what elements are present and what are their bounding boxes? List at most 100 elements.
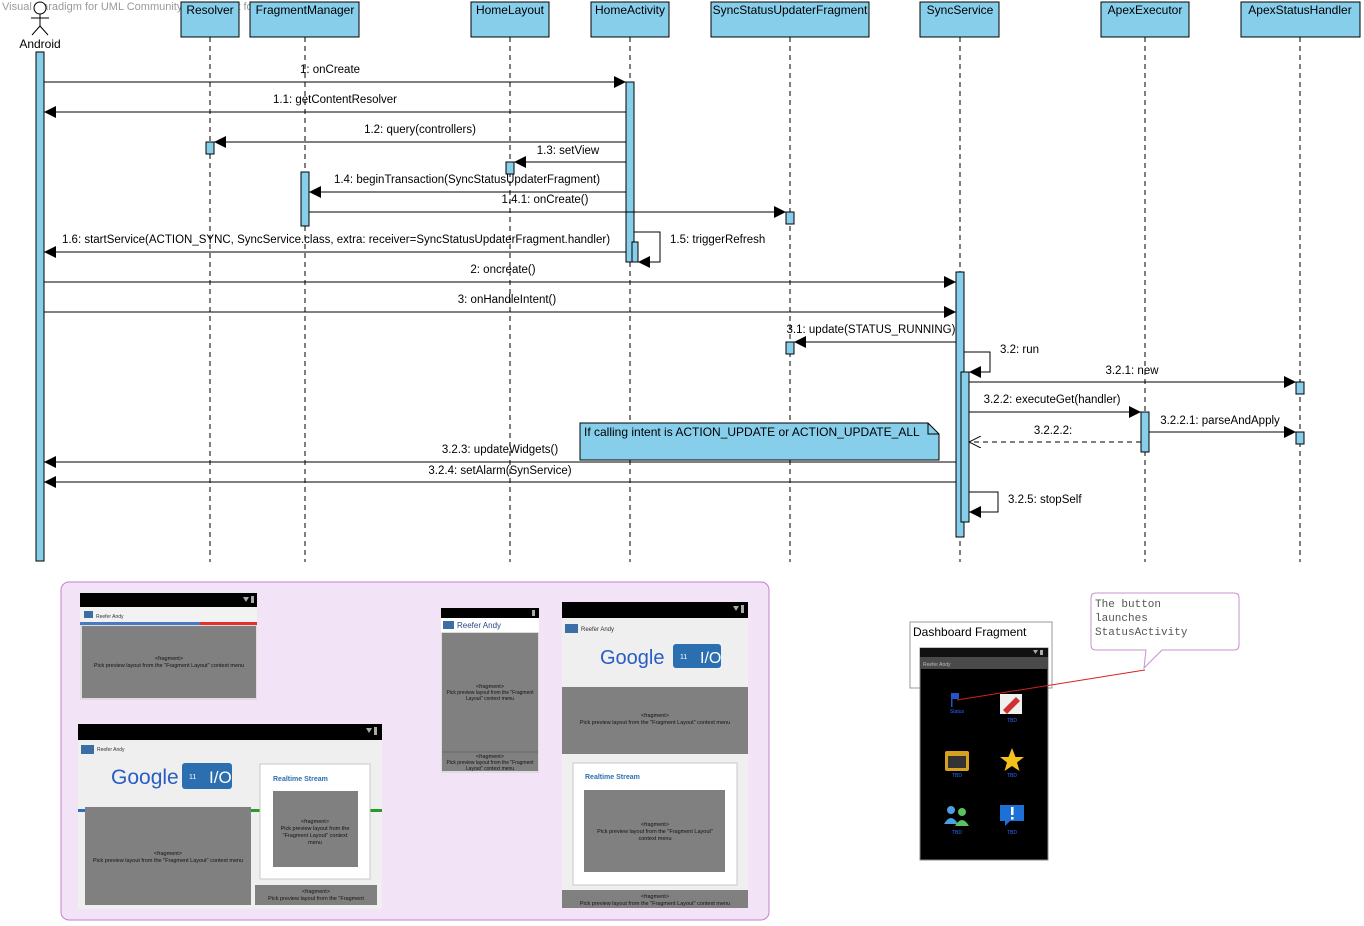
app-name: Reefer Andy [96, 614, 124, 620]
msg-label: 3.2.1: new [1105, 365, 1159, 377]
pencil-icon: TBD [1000, 694, 1022, 724]
fragment-tag: <fragment> [641, 822, 669, 828]
fragment-hint: Pick preview layout from the "Fragment L… [93, 858, 243, 864]
message-labels: 1: onCreate 1.1: getContentResolver 1.2:… [62, 64, 1280, 506]
people-icon: TBD [944, 806, 969, 836]
star-icon: TBD [1000, 748, 1024, 779]
lifeline-label: ApexStatusHandler [1248, 3, 1351, 17]
fragment-hint: Pick preview layout from the "Fragment [268, 896, 364, 902]
msg-label: 3.2.4: setAlarm(SynService) [428, 465, 571, 477]
alert-icon: TBD [1000, 805, 1024, 836]
fragment-tag: <fragment> [154, 851, 182, 857]
msg-label: 3.2.2: executeGet(handler) [984, 394, 1121, 406]
preview-portrait-large: Reefer Andy Google 11 I/O <fragment> Pic… [562, 602, 748, 908]
preview-landscape-small: Reefer Andy <fragment> Pick preview layo… [80, 593, 257, 700]
msg-label: 1.1: getContentResolver [273, 94, 397, 106]
fragment-tag: <fragment> [641, 713, 669, 719]
msg-label: 3.2: run [1000, 344, 1039, 356]
preview-tablet-landscape: Reefer Andy Google 11 I/O <fragment> Pic… [78, 724, 382, 909]
fragment-hint: Layout" context menu [466, 766, 514, 772]
app-name: Reefer Andy [923, 662, 951, 668]
callout-text: launches [1095, 613, 1148, 625]
lifeline-label: HomeActivity [595, 3, 665, 17]
app-name: Reefer Andy [97, 747, 125, 753]
msg-label: 3.2.2.1: parseAndApply [1160, 415, 1280, 427]
activation-apex-status-handler-2 [1295, 431, 1305, 445]
fragment-hint: Layout" context menu [466, 696, 514, 702]
activation-home-layout [505, 161, 515, 175]
status-icon: Status [950, 693, 965, 715]
dash-icon-label: Status [950, 709, 965, 715]
io-logo: I/O [209, 768, 232, 787]
fragment-tag: <fragment> [476, 684, 504, 690]
msg-label: 1: onCreate [300, 64, 360, 76]
activation-android [35, 51, 45, 562]
msg-label: 1.5: triggerRefresh [670, 234, 765, 246]
dash-icon-label: TBD [1007, 830, 1017, 836]
lifeline-resolver: Resolver [180, 1, 240, 562]
fragment-hint: Pick preview layout from the "Fragment L… [94, 663, 244, 669]
dash-icon-label: TBD [1007, 718, 1017, 724]
msg-label: 3.2.3: updateWidgets() [442, 444, 559, 456]
callout-connector [956, 669, 1146, 701]
dash-icon-label: TBD [952, 773, 962, 779]
lifeline-sync-status-updater-fragment: SyncStatusUpdaterFragment [710, 1, 870, 562]
google-logo: Google [600, 647, 665, 669]
fragment-tag: <fragment> [302, 889, 330, 895]
fragment-hint: Pick preview layout from the "Fragment L… [580, 720, 730, 726]
lifeline-label: HomeLayout [476, 3, 545, 17]
message-lines [44, 76, 1296, 518]
fragment-hint: Pick preview layout from the "Fragment [446, 690, 534, 696]
lifeline-label: Resolver [186, 3, 233, 17]
fragment-tag: <fragment> [641, 894, 669, 900]
msg-label: 1.3: setView [537, 145, 600, 157]
lifeline-label: SyncService [927, 3, 994, 17]
msg-3-2-arrow [964, 351, 991, 378]
fragment-hint: "Fragment Layout" context [283, 833, 348, 839]
callout-text: StatusActivity [1095, 627, 1188, 639]
callout-text: The button [1095, 599, 1161, 611]
fragment-hint: Pick preview layout from the [281, 826, 350, 832]
fragment-tag: <fragment> [155, 656, 183, 662]
preview-portrait-small: Reefer Andy <fragment> Pick preview layo… [441, 608, 539, 773]
condition-note: If calling intent is ACTION_UPDATE or AC… [579, 422, 940, 461]
msg-label: 3.1: update(STATUS_RUNNING) [787, 324, 956, 336]
fragment-tag: <fragment> [301, 819, 329, 825]
realtime-stream-title: Realtime Stream [273, 776, 328, 783]
condition-note-text: If calling intent is ACTION_UPDATE or AC… [584, 425, 920, 439]
io-logo: I/O [700, 650, 721, 667]
msg-label: 1.2: query(controllers) [364, 124, 476, 136]
dash-icon-label: TBD [952, 830, 962, 836]
msg-3-2-5-arrow [969, 491, 999, 518]
lifeline-label: FragmentManager [256, 3, 355, 17]
lifeline-apex-executor: ApexExecutor [1100, 1, 1190, 562]
lifeline-fragment-manager: FragmentManager [249, 1, 360, 562]
app-name: Reefer Andy [457, 621, 501, 630]
actor-label: Android [19, 37, 60, 51]
app-name: Reefer Andy [581, 627, 614, 633]
realtime-stream-title: Realtime Stream [585, 774, 640, 781]
activation-fragment-manager [300, 171, 310, 227]
msg-label: 2: oncreate() [470, 264, 535, 276]
fragment-tag: <fragment> [476, 754, 504, 760]
activation-sync-status-updater [785, 211, 795, 225]
activation-apex-status-handler [1295, 381, 1305, 395]
msg-label: 1.4: beginTransaction(SyncStatusUpdaterF… [334, 174, 600, 186]
dashboard-fragment: Dashboard Fragment Reefer Andy Status TB… [909, 621, 1053, 861]
dash-icon-label: TBD [1007, 773, 1017, 779]
activation-sync-status-updater-2 [785, 341, 795, 355]
dashboard-title: Dashboard Fragment [913, 625, 1027, 639]
callout-note: The button launches StatusActivity [1090, 592, 1240, 670]
io-year: 11 [680, 654, 687, 661]
msg-label: 1.4.1: onCreate() [502, 194, 589, 206]
activation-apex-executor [1140, 411, 1150, 453]
fragment-hint: context menu [638, 836, 671, 842]
fragment-hint: Pick preview layout from the "Fragment L… [580, 901, 730, 907]
activation-home-activity-self [631, 241, 639, 263]
activation-sync-service-run [960, 371, 970, 523]
fragment-hint: Pick preview layout from the "Fragment L… [597, 829, 713, 835]
msg-label: 3: onHandleIntent() [458, 294, 557, 306]
activation-bars [35, 51, 1305, 562]
calendar-icon: TBD [945, 751, 969, 779]
